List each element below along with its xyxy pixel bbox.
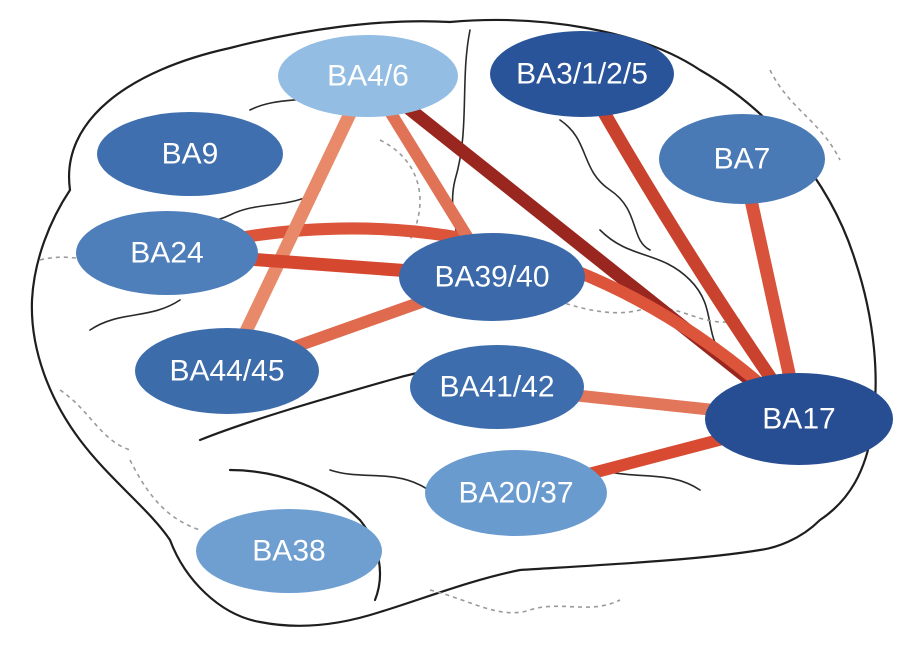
region-label: BA20/37 (458, 477, 573, 510)
region-node-ba7: BA7 (659, 114, 825, 204)
brain-silhouette (30, 18, 877, 627)
region-label: BA39/40 (434, 261, 549, 294)
region-node-ba38: BA38 (196, 509, 382, 593)
region-boundary-2 (379, 139, 421, 241)
brain-outline (30, 18, 877, 627)
region-label: BA44/45 (169, 355, 284, 388)
region-ellipse (399, 233, 585, 321)
region-ellipse (278, 35, 458, 117)
sulcus-2 (89, 299, 181, 331)
region-boundary-6 (769, 69, 841, 161)
region-ellipse (135, 328, 319, 414)
region-boundary-4 (129, 459, 201, 531)
region-label: BA9 (162, 138, 219, 171)
region-label: BA4/6 (327, 60, 409, 93)
region-node-ba24: BA24 (76, 211, 258, 295)
region-label: BA38 (252, 535, 325, 568)
sulcus-4 (559, 119, 651, 251)
region-node-ba41_42: BA41/42 (410, 345, 584, 429)
region-ellipse (76, 211, 258, 295)
region-node-ba3_1_2_5: BA3/1/2/5 (490, 31, 674, 117)
region-label: BA41/42 (439, 371, 554, 404)
region-boundary-5 (429, 589, 621, 614)
region-label: BA24 (130, 237, 203, 270)
region-ellipse (705, 373, 893, 465)
temporal-lobe-edge (228, 468, 382, 602)
region-node-ba4_6: BA4/6 (278, 35, 458, 117)
region-ellipse (659, 114, 825, 204)
region-node-ba17: BA17 (705, 373, 893, 465)
region-ellipse (490, 31, 674, 117)
region-ellipse (196, 509, 382, 593)
region-ellipse (410, 345, 584, 429)
region-boundary-8 (59, 389, 131, 451)
region-boundary-3 (519, 289, 741, 323)
region-ellipse (97, 112, 283, 196)
region-node-ba44_45: BA44/45 (135, 328, 319, 414)
region-ellipse (425, 450, 607, 536)
region-node-ba9: BA9 (97, 112, 283, 196)
region-node-ba39_40: BA39/40 (399, 233, 585, 321)
region-label: BA3/1/2/5 (516, 58, 648, 91)
region-label: BA7 (714, 143, 771, 176)
region-label: BA17 (762, 403, 835, 436)
connection-ba3_1_2_5-ba17 (576, 70, 805, 423)
sulcus-3 (599, 229, 731, 361)
region-node-ba20_37: BA20/37 (425, 450, 607, 536)
